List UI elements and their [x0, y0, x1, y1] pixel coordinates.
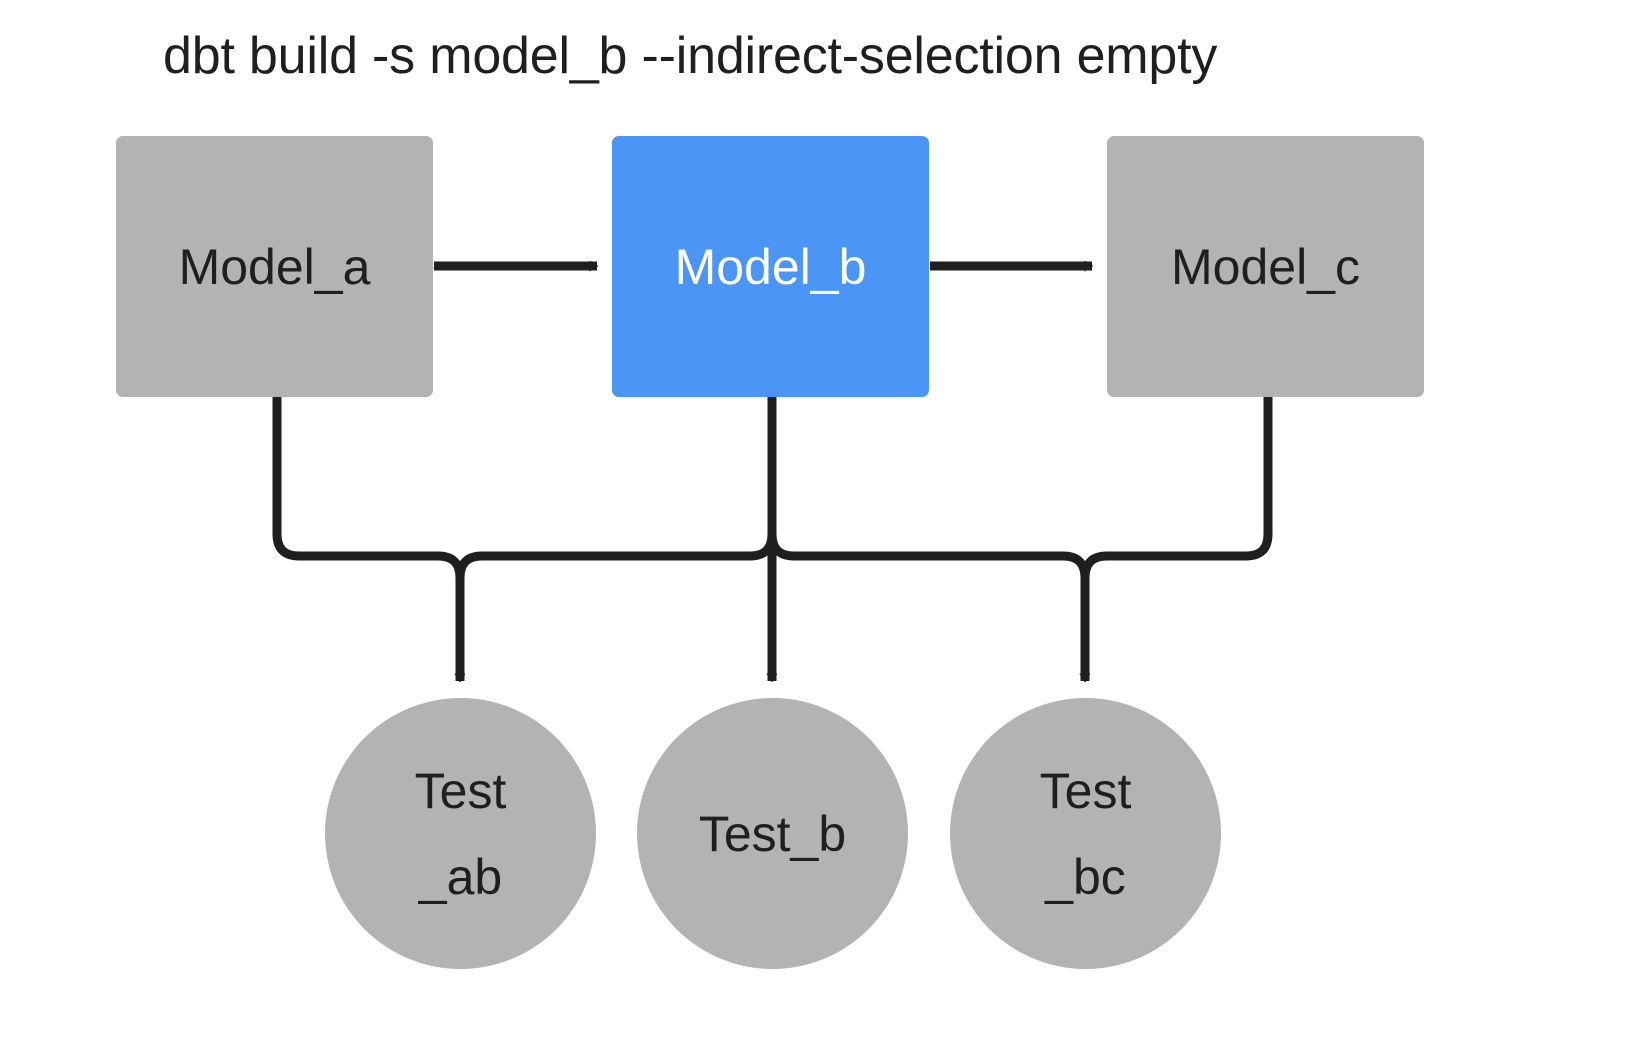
node-model-c-label: Model_c	[1171, 238, 1360, 295]
edge-model-b-to-test-bc	[767, 397, 1085, 681]
edge-model-c-to-test-bc	[1085, 397, 1273, 681]
node-model-c[interactable]: Model_c	[1107, 136, 1424, 397]
node-test-ab-label: Test _ab	[414, 762, 507, 905]
node-test-ab[interactable]: Test _ab	[325, 698, 596, 969]
edge-model-a-to-test-ab	[272, 397, 460, 681]
edge-model-b-to-test-ab	[460, 397, 777, 681]
node-test-b[interactable]: Test_b	[637, 698, 908, 969]
node-model-b[interactable]: Model_b	[612, 136, 929, 397]
node-test-bc[interactable]: Test _bc	[950, 698, 1221, 969]
node-test-bc-label: Test _bc	[1039, 762, 1132, 905]
node-model-b-label: Model_b	[674, 238, 867, 295]
node-model-a[interactable]: Model_a	[116, 136, 433, 397]
node-model-a-label: Model_a	[178, 238, 371, 295]
node-test-b-label: Test_b	[698, 805, 847, 862]
diagram-title: dbt build -s model_b --indirect-selectio…	[163, 27, 1218, 85]
